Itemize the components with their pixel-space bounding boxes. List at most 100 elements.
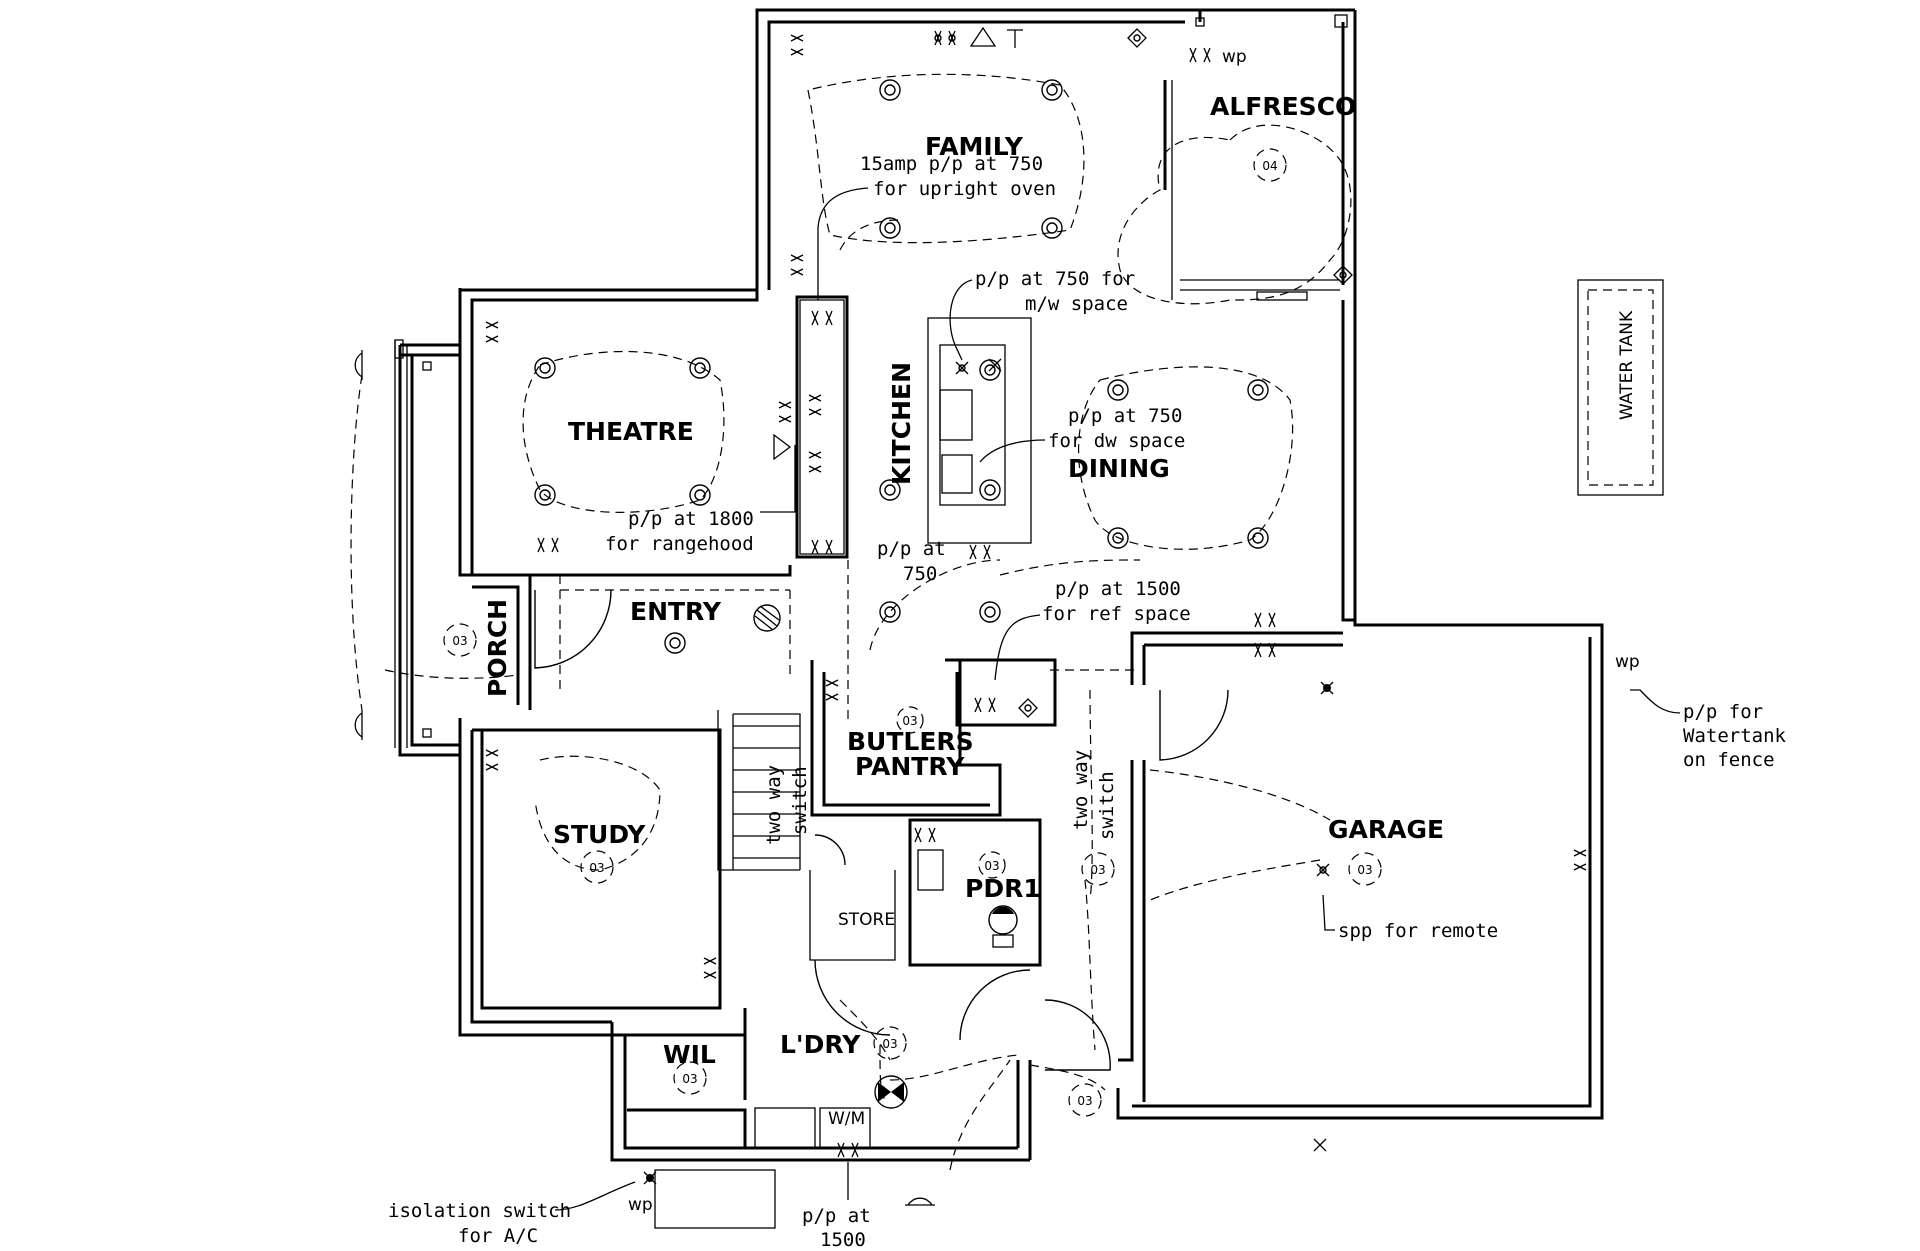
outdoor-light-icon — [905, 1197, 935, 1206]
svg-text:for dw space: for dw space — [1048, 430, 1185, 452]
downlight-icon — [879, 79, 901, 101]
single-power-point-icon — [1313, 1138, 1327, 1152]
single-power-point-icon — [1316, 863, 1330, 877]
svg-text:Watertank: Watertank — [1683, 725, 1787, 747]
walls — [394, 8, 1604, 1162]
double-power-point-icon — [808, 451, 822, 473]
power-points — [485, 30, 1587, 1185]
switch-box-icon — [1195, 17, 1205, 27]
svg-text:wp: wp — [1222, 47, 1247, 67]
downlight-icon — [879, 217, 901, 239]
smoke-detector-icon — [1333, 265, 1353, 285]
circuit-tag: 03 — [580, 850, 614, 884]
svg-text:p/p for: p/p for — [1683, 701, 1763, 723]
downlight-icon — [1247, 527, 1269, 549]
switch-box-icon — [422, 728, 432, 738]
outdoor-light-icon — [354, 350, 363, 380]
svg-text:two way: two way — [763, 765, 785, 845]
double-power-point-icon — [837, 1142, 859, 1158]
room-label-butlers: BUTLERS — [847, 727, 974, 756]
downlight-icon — [1247, 379, 1269, 401]
downlight-icon — [664, 632, 686, 654]
downlight-icon — [1107, 379, 1129, 401]
svg-text:1500: 1500 — [820, 1229, 866, 1251]
downlight-icon — [1107, 527, 1129, 549]
svg-text:two way: two way — [1070, 750, 1092, 830]
water-tank: WATER TANK — [1577, 279, 1664, 496]
circuit-tag: 03 — [873, 1026, 907, 1060]
svg-text:switch: switch — [789, 766, 811, 835]
svg-text:03: 03 — [1077, 1094, 1092, 1108]
single-power-point-icon — [988, 358, 1002, 372]
double-power-point-icon — [778, 401, 792, 423]
outdoor-light-icon — [354, 710, 363, 740]
svg-text:p/p at: p/p at — [877, 538, 946, 560]
double-power-point-icon — [811, 310, 833, 326]
double-power-point-icon — [537, 537, 559, 553]
svg-text:03: 03 — [452, 634, 467, 648]
alfresco-openings — [1163, 14, 1348, 301]
circuit-tag: 03 — [1081, 852, 1115, 886]
room-label-entry: ENTRY — [630, 597, 722, 626]
svg-text:04: 04 — [1262, 159, 1277, 173]
circuit-tag: 03 — [673, 1061, 707, 1095]
smoke-detector-icon — [1018, 698, 1038, 718]
svg-text:03: 03 — [1357, 863, 1372, 877]
room-label-pdr: PDR1 — [965, 874, 1041, 903]
circuit-tag: 03 — [978, 851, 1006, 879]
circuit-tag: 03 — [443, 623, 477, 657]
svg-text:750: 750 — [903, 563, 937, 585]
pendant-light-icon — [753, 604, 781, 632]
room-label-pantry: PANTRY — [855, 752, 965, 781]
svg-text:03: 03 — [1090, 863, 1105, 877]
room-label-ldry: L'DRY — [780, 1030, 861, 1059]
downlight-icon — [534, 357, 556, 379]
triangle-outlet-icon — [969, 26, 997, 47]
circuit-tags: 03 04 03 03 03 03 03 03 03 03 — [443, 148, 1382, 1117]
pdr-fan-icon — [988, 905, 1018, 948]
svg-text:03: 03 — [984, 859, 999, 873]
downlight-icon — [979, 479, 1001, 501]
svg-text:m/w space: m/w space — [1025, 293, 1128, 315]
double-power-point-icon — [1573, 849, 1587, 871]
special-fixtures — [354, 17, 1353, 1229]
double-power-point-icon — [811, 539, 833, 555]
svg-text:wp: wp — [1615, 652, 1640, 672]
triangle-outlet-icon — [773, 433, 792, 461]
stairs — [717, 710, 801, 871]
double-power-point-icon — [485, 749, 499, 771]
downlight-icon — [689, 484, 711, 506]
svg-text:p/p at 1800: p/p at 1800 — [628, 508, 754, 530]
water-tank-label: WATER TANK — [1617, 310, 1637, 420]
room-label-family: FAMILY — [925, 132, 1024, 161]
room-label-alfresco: ALFRESCO — [1210, 92, 1356, 121]
svg-text:p/p at 1500: p/p at 1500 — [1055, 578, 1181, 600]
svg-text:for rangehood: for rangehood — [605, 533, 754, 555]
double-power-point-icon — [703, 957, 717, 979]
double-power-point-icon — [914, 827, 936, 843]
room-label-porch: PORCH — [483, 599, 512, 697]
svg-text:isolation switch: isolation switch — [388, 1200, 571, 1222]
downlight-icon — [1041, 217, 1063, 239]
annotations: 15amp p/p at 750 for upright oven p/p at… — [388, 47, 1787, 1251]
exhaust-fan-icon — [874, 1075, 908, 1109]
svg-text:03: 03 — [682, 1072, 697, 1086]
room-label-store: STORE — [838, 910, 895, 930]
svg-text:p/p at 750: p/p at 750 — [1068, 405, 1182, 427]
svg-text:03: 03 — [902, 714, 917, 728]
double-power-point-icon — [790, 34, 804, 56]
svg-text:switch: switch — [1096, 771, 1118, 840]
tv-outlet-icon — [1007, 29, 1023, 48]
circuit-wiring — [350, 73, 1352, 1171]
svg-text:15amp p/p at 750: 15amp p/p at 750 — [860, 153, 1043, 175]
circuit-tag: 03 — [1348, 852, 1382, 886]
downlights — [534, 79, 1269, 654]
svg-text:p/p at 750 for: p/p at 750 for — [975, 268, 1135, 290]
circuit-tag: 03 — [1068, 1083, 1102, 1117]
svg-text:on fence: on fence — [1683, 749, 1775, 771]
double-power-point-icon — [790, 254, 804, 276]
single-power-point-icon — [1320, 681, 1334, 695]
svg-text:spp for remote: spp for remote — [1338, 920, 1498, 942]
downlight-icon — [1041, 79, 1063, 101]
